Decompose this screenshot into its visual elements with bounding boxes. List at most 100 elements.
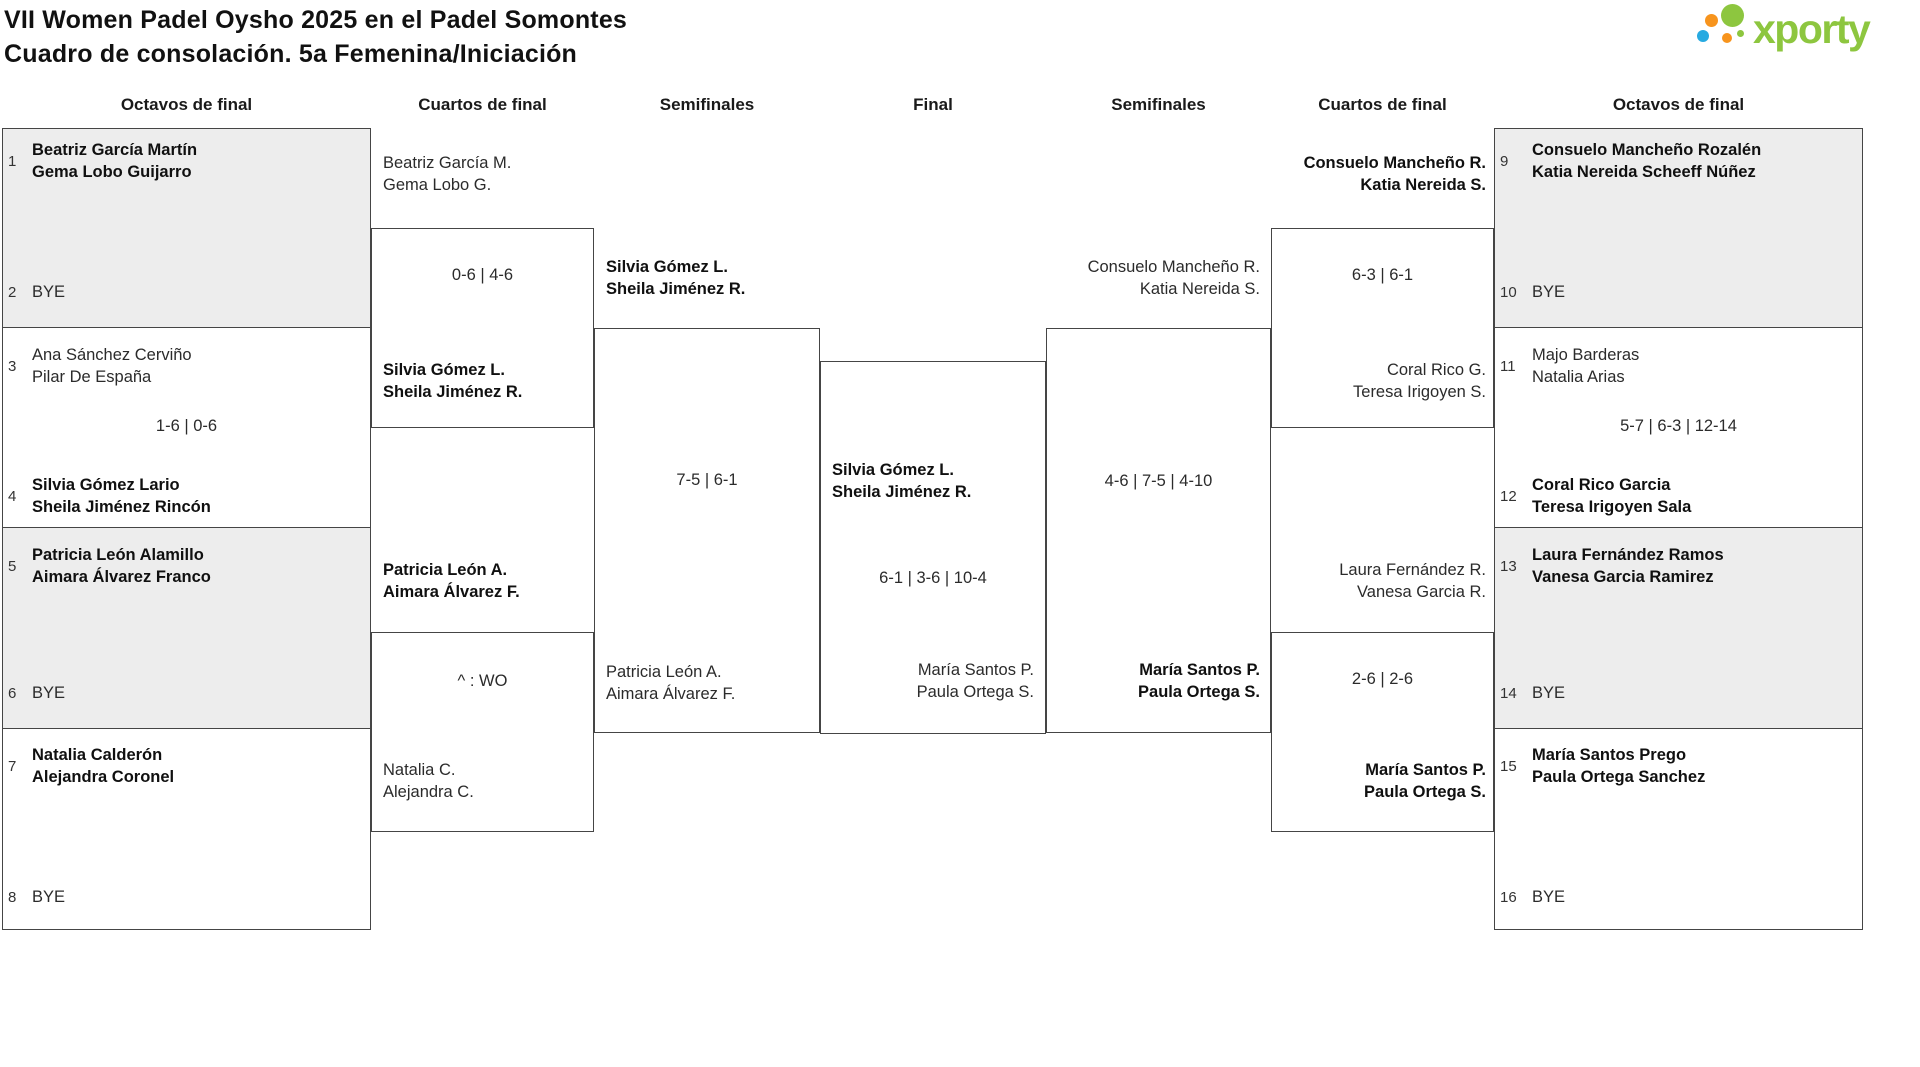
xporty-dots-icon [1695,2,1751,58]
box-octavos-left-match3 [2,527,371,729]
qf2-top-team: Patricia León A. Aimara Álvarez F. [383,561,520,601]
seed-number: 6 [8,684,17,702]
logo-orange-dot-small-icon [1722,33,1732,43]
box-qf1 [371,228,594,428]
box-octavos-left-match4 [2,728,371,930]
seed-number: 2 [8,283,17,301]
box-octavos-left-match1 [2,128,371,328]
box-qf2 [371,632,594,832]
sf1-score: 7-5 | 6-1 [676,471,738,489]
round-header-cuartos-left: Cuartos de final [418,95,547,114]
box-sf1 [594,328,820,733]
team-names: Silvia Gómez Lario Sheila Jiménez Rincón [32,476,211,516]
seed-number: 12 [1500,487,1517,505]
team-names: BYE [1532,283,1566,301]
octavos-right-slot-9: 9 Consuelo Mancheño Rozalén Katia Nereid… [1500,139,1761,183]
team-names: María Santos Prego Paula Ortega Sanchez [1532,746,1706,786]
team-names: BYE [32,283,66,301]
octavos-left-slot-6: 6 BYE [8,682,65,704]
final-score: 6-1 | 3-6 | 10-4 [879,569,987,587]
qf1-bottom-team: Silvia Gómez L. Sheila Jiménez R. [383,361,523,401]
round-header-octavos-left: Octavos de final [120,95,253,114]
seed-number: 14 [1500,684,1517,702]
box-qf4 [1271,632,1494,832]
qf1-top-team: Beatriz García M. Gema Lobo G. [383,154,512,194]
sf2-top-team: Consuelo Mancheño R. Katia Nereida S. [1087,258,1260,298]
logo-blue-dot-icon [1697,30,1709,42]
seed-number: 3 [8,357,17,375]
sf2-score: 4-6 | 7-5 | 4-10 [1104,472,1213,490]
octavos-right-slot-15: 15 María Santos Prego Paula Ortega Sanch… [1500,744,1705,788]
team-names: Majo Barderas Natalia Arias [1532,346,1640,386]
qf2-bottom-team: Natalia C. Alejandra C. [383,761,474,801]
octavos-left-slot-3: 3 Ana Sánchez Cerviño Pilar De España [8,344,192,388]
box-final [820,361,1046,734]
team-names: Beatriz García Martín Gema Lobo Guijarro [32,141,198,181]
seed-number: 8 [8,888,17,906]
octavos-left-slot-4: 4 Silvia Gómez Lario Sheila Jiménez Rinc… [8,474,211,518]
team-names: BYE [32,684,66,702]
qf4-score: 2-6 | 2-6 [1351,670,1414,688]
team-names: Coral Rico Garcia Teresa Irigoyen Sala [1532,476,1692,516]
qf3-bottom-team: Coral Rico G. Teresa Irigoyen S. [1353,361,1486,401]
octavos-left-slot-2: 2 BYE [8,281,65,303]
xporty-logo-text: xporty [1753,6,1871,52]
octavos-left-slot-7: 7 Natalia Calderón Alejandra Coronel [8,744,174,788]
round-header-octavos-right: Octavos de final [1612,95,1745,114]
team-names: Patricia León Alamillo Aimara Álvarez Fr… [32,546,211,586]
logo-orange-dot-icon [1705,14,1718,27]
team-names: Laura Fernández Ramos Vanesa Garcia Rami… [1532,546,1724,586]
sf1-bottom-team: Patricia León A. Aimara Álvarez F. [606,663,736,703]
logo-green-dot-small-icon [1737,30,1744,37]
octavos-right-match2-score: 5-7 | 6-3 | 12-14 [1620,417,1737,435]
round-header-semis-left: Semifinales [659,95,755,114]
octavos-left-slot-8: 8 BYE [8,886,65,908]
seed-number: 9 [1500,152,1509,170]
octavos-right-slot-16: 16 BYE [1500,886,1565,908]
octavos-right-slot-10: 10 BYE [1500,281,1565,303]
sf1-top-team: Silvia Gómez L. Sheila Jiménez R. [606,258,746,298]
octavos-left-match2-score: 1-6 | 0-6 [155,417,218,435]
seed-number: 15 [1500,757,1517,775]
team-names: BYE [1532,684,1566,702]
box-sf2 [1046,328,1271,733]
qf4-bottom-team: María Santos P. Paula Ortega S. [1364,761,1486,801]
seed-number: 13 [1500,557,1517,575]
box-octavos-right-match4 [1494,728,1863,930]
box-octavos-right-match3 [1494,527,1863,729]
seed-number: 10 [1500,283,1517,301]
seed-number: 1 [8,152,17,170]
xporty-logo[interactable]: xporty [1695,2,1917,58]
logo-green-dot-icon [1721,4,1744,27]
seed-number: 7 [8,757,17,775]
round-header-cuartos-right: Cuartos de final [1318,95,1447,114]
round-header-semis-right: Semifinales [1111,95,1206,114]
final-right-team: María Santos P. Paula Ortega S. [916,661,1034,701]
team-names: BYE [1532,888,1566,906]
octavos-left-slot-5: 5 Patricia León Alamillo Aimara Álvarez … [8,544,211,588]
qf1-score: 0-6 | 4-6 [451,266,514,284]
team-names: Natalia Calderón Alejandra Coronel [32,746,175,786]
box-qf3 [1271,228,1494,428]
sf2-bottom-team: María Santos P. Paula Ortega S. [1138,661,1260,701]
team-names: BYE [32,888,66,906]
page-title: VII Women Padel Oysho 2025 en el Padel S… [4,3,627,71]
seed-number: 16 [1500,888,1517,906]
octavos-right-slot-14: 14 BYE [1500,682,1565,704]
qf3-score: 6-3 | 6-1 [1351,266,1414,284]
box-octavos-right-match1 [1494,128,1863,328]
qf4-top-team: Laura Fernández R. Vanesa Garcia R. [1339,561,1486,601]
final-left-team: Silvia Gómez L. Sheila Jiménez R. [832,461,972,501]
octavos-right-slot-13: 13 Laura Fernández Ramos Vanesa Garcia R… [1500,544,1724,588]
seed-number: 5 [8,557,17,575]
octavos-right-slot-11: 11 Majo Barderas Natalia Arias [1500,344,1639,388]
qf3-top-team: Consuelo Mancheño R. Katia Nereida S. [1303,154,1486,194]
seed-number: 11 [1500,357,1516,375]
qf2-score: ^ : WO [457,672,508,690]
page-title-line1: VII Women Padel Oysho 2025 en el Padel S… [4,6,628,34]
seed-number: 4 [8,487,17,505]
octavos-left-slot-1: 1 Beatriz García Martín Gema Lobo Guijar… [8,139,197,183]
round-header-final: Final [913,95,953,114]
team-names: Ana Sánchez Cerviño Pilar De España [32,346,192,386]
